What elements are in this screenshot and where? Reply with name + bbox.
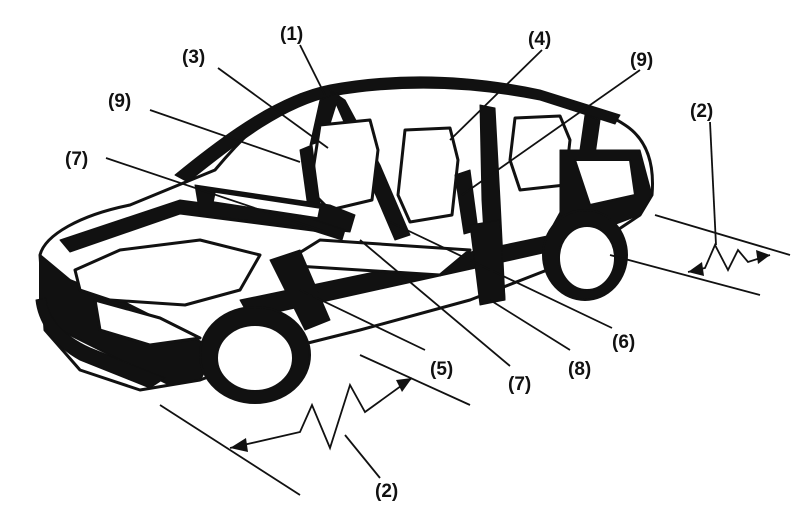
ground-line-front: [159, 404, 301, 496]
hood-opening: [73, 238, 262, 307]
dash-vents: [212, 191, 321, 219]
leader-8: [489, 299, 571, 351]
arrowhead-front-right: [396, 378, 412, 392]
callout-9-left: (9): [108, 91, 131, 112]
leader-9-right: [461, 69, 641, 196]
ground-line-mid: [359, 354, 471, 406]
leader-lines: [105, 44, 717, 479]
callout-7-bottom: (7): [508, 374, 531, 395]
rear-window: [574, 159, 636, 206]
break-arrow-front: [229, 377, 413, 451]
car-illustration: [35, 76, 655, 404]
front-wheel-rim: [216, 324, 294, 392]
callout-6: (6): [612, 332, 635, 353]
dimension-lines: [159, 214, 791, 496]
leader-2-front: [344, 434, 381, 479]
callout-2-front: (2): [375, 481, 398, 502]
headlight-area: [93, 298, 202, 347]
leader-6: [389, 221, 613, 329]
leader-3: [217, 67, 329, 149]
leader-7-bottom: [359, 239, 511, 367]
front-seat-left: [308, 118, 380, 212]
leader-2-rear: [709, 121, 717, 246]
arrowhead-front-left: [230, 438, 248, 452]
leader-7-left: [105, 157, 336, 236]
callout-5: (5): [430, 359, 453, 380]
callout-3: (3): [182, 47, 205, 68]
callout-4: (4): [528, 29, 551, 50]
callout-1: (1): [280, 24, 303, 45]
arrowhead-rear-left: [688, 262, 704, 276]
callout-7-left: (7): [65, 149, 88, 170]
floor-cross-member: [278, 238, 472, 277]
roof-rail: [174, 76, 621, 183]
ground-line-rear-bottom: [609, 254, 761, 296]
break-arrow-rear: [687, 242, 771, 273]
leader-9-left: [149, 109, 301, 163]
leader-4: [449, 49, 543, 141]
leader-1: [299, 44, 326, 96]
callout-2-rear: (2): [690, 101, 713, 122]
callout-labels: (1) (3) (4) (9) (9) (2) (7) (5) (7) (8) …: [65, 24, 713, 502]
ground-line-rear-top: [654, 214, 791, 256]
leader-5: [299, 289, 426, 351]
front-seat-right: [396, 126, 460, 224]
callout-8: (8): [568, 359, 591, 380]
callout-9-right: (9): [630, 50, 653, 71]
lower-b-pillar: [469, 219, 506, 306]
rear-wheel-rim: [558, 225, 616, 291]
bumper: [35, 297, 166, 389]
arrowhead-rear-right: [756, 250, 770, 264]
